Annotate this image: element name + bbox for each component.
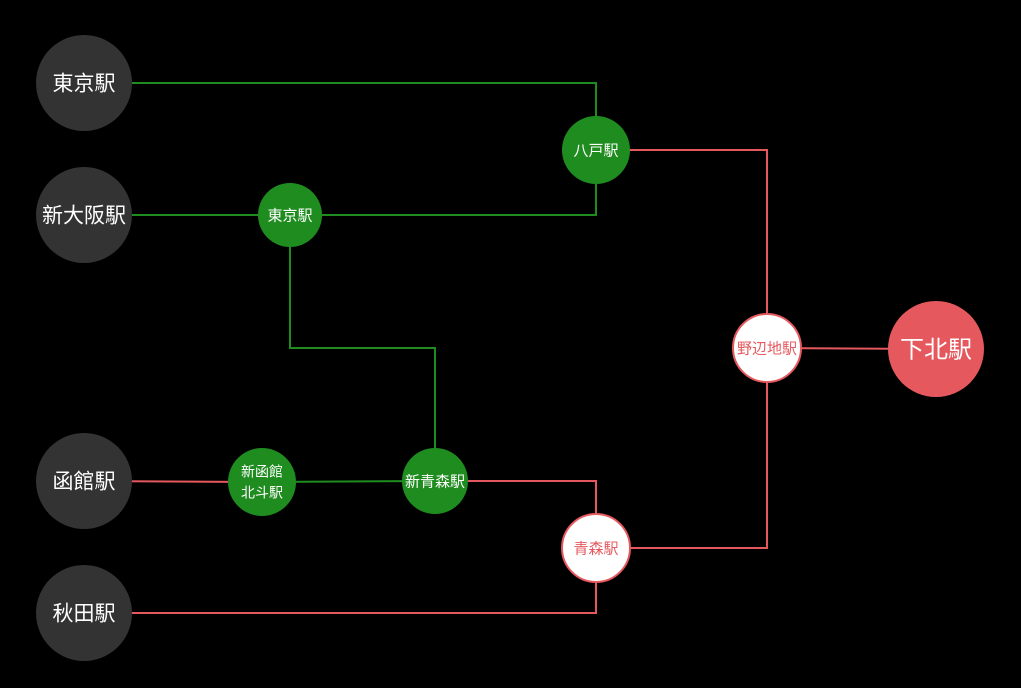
station-label-shin-aomori: 新青森駅 (405, 472, 465, 490)
station-circle-shin-hakodate-hokuto (228, 448, 296, 516)
station-circle-akita (36, 565, 132, 661)
station-circle-shin-aomori (402, 448, 468, 514)
edge-aomori--noheji (596, 348, 768, 549)
station-label-shin-osaka: 新大阪駅 (42, 203, 126, 227)
station-circle-shin-osaka (36, 167, 132, 263)
station-circle-tokyo-shinkansen (258, 183, 322, 247)
edge-hachinohe--noheji (596, 149, 768, 348)
station-label-shin-hakodate-hokuto: 新函館北斗駅 (241, 463, 283, 501)
station-label-hachinohe: 八戸駅 (573, 141, 618, 159)
station-label-line-2: 北斗駅 (241, 485, 283, 501)
station-label-tokyo-shinkansen: 東京駅 (267, 206, 312, 224)
edge-akita--aomori (84, 548, 597, 614)
edges-layer (83, 82, 937, 614)
station-circle-noheji (732, 313, 802, 383)
station-label-aomori: 青森駅 (573, 539, 618, 557)
station-tokyo-shinkansen: 東京駅 (258, 183, 322, 247)
station-circle-shimokita (888, 301, 984, 397)
nodes-layer: 東京駅新大阪駅函館駅秋田駅八戸駅東京駅新函館北斗駅新青森駅青森駅野辺地駅下北駅 (36, 35, 984, 661)
station-label-line-1: 新函館 (241, 463, 283, 480)
station-label-hakodate: 函館駅 (53, 469, 116, 493)
station-circle-hakodate (36, 433, 132, 529)
station-label-akita: 秋田駅 (53, 601, 116, 625)
station-tokyo: 東京駅 (36, 35, 132, 131)
station-hachinohe: 八戸駅 (562, 116, 630, 184)
station-label-shimokita: 下北駅 (900, 335, 972, 363)
station-aomori: 青森駅 (561, 513, 631, 583)
edge-tokyo-shinkansen--hachinohe (290, 150, 597, 216)
station-shin-osaka: 新大阪駅 (36, 167, 132, 263)
station-hakodate: 函館駅 (36, 433, 132, 529)
station-akita: 秋田駅 (36, 565, 132, 661)
edge-tokyo-shinkansen--shin-aomori (289, 215, 436, 481)
station-shimokita: 下北駅 (888, 301, 984, 397)
station-noheji: 野辺地駅 (732, 313, 802, 383)
station-label-tokyo: 東京駅 (53, 71, 116, 95)
station-circle-tokyo (36, 35, 132, 131)
station-shin-aomori: 新青森駅 (402, 448, 468, 514)
station-circle-hachinohe (562, 116, 630, 184)
station-label-noheji: 野辺地駅 (737, 339, 797, 357)
station-circle-aomori (561, 513, 631, 583)
edge-tokyo--hachinohe (84, 82, 597, 150)
station-shin-hakodate-hokuto: 新函館北斗駅 (228, 448, 296, 516)
